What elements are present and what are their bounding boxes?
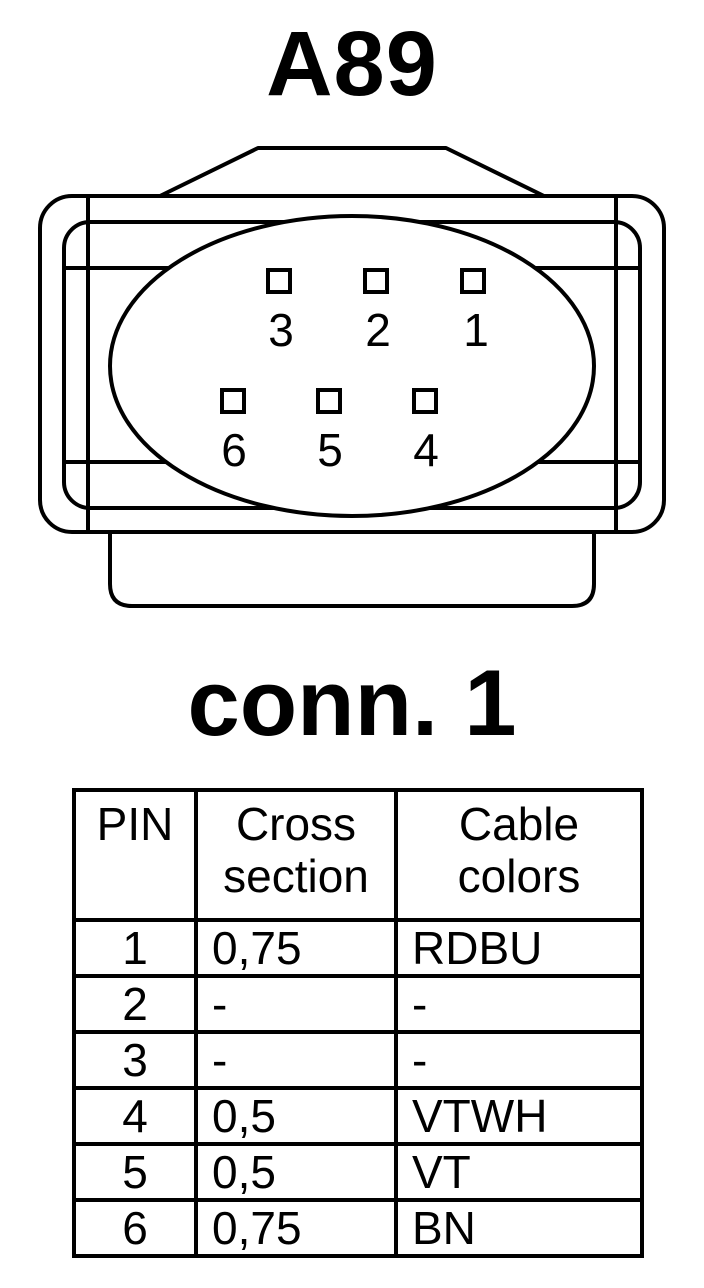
cross-section-cell: - [194, 974, 398, 1034]
diagram-title: A89 [266, 13, 438, 115]
pin-label: 4 [413, 424, 439, 476]
pin-label: 5 [317, 424, 343, 476]
connector-bottom-tab [108, 532, 596, 608]
cross-section-cell: - [194, 1030, 398, 1090]
pin-cell: 5 [72, 1142, 198, 1202]
connector-latch [159, 146, 545, 198]
table-row: 4 0,5 VTWH [72, 1086, 644, 1146]
cable-color-cell: BN [394, 1198, 644, 1258]
cross-section-cell: 0,5 [194, 1142, 398, 1202]
header-cross-section: Cross section [194, 788, 398, 922]
pin-table: PIN Cross section Cable colors 1 0,75 RD… [72, 788, 644, 1258]
cable-color-cell: VT [394, 1142, 644, 1202]
table-row: 2 - - [72, 974, 644, 1034]
pin-cell: 4 [72, 1086, 198, 1146]
pin-label: 6 [221, 424, 247, 476]
pin-5-contact [316, 388, 342, 414]
connector-drawing: 3 2 1 6 5 4 [38, 146, 666, 608]
connector-outer-housing [38, 194, 666, 534]
pin-label: 2 [365, 304, 391, 356]
cable-color-cell: RDBU [394, 918, 644, 978]
pin-4-contact [412, 388, 438, 414]
pin-3-contact [266, 268, 292, 294]
table-header-row: PIN Cross section Cable colors [72, 788, 644, 922]
connector-face [108, 214, 596, 518]
pin-cell: 6 [72, 1198, 198, 1258]
pin-6-contact [220, 388, 246, 414]
cable-color-cell: - [394, 1030, 644, 1090]
pin-1-contact [460, 268, 486, 294]
pin-cell: 2 [72, 974, 198, 1034]
header-pin: PIN [72, 788, 198, 922]
table-row: 5 0,5 VT [72, 1142, 644, 1202]
cable-color-cell: VTWH [394, 1086, 644, 1146]
pin-label: 3 [268, 304, 294, 356]
cross-section-cell: 0,75 [194, 1198, 398, 1258]
pin-cell: 1 [72, 918, 198, 978]
cross-section-cell: 0,5 [194, 1086, 398, 1146]
table-row: 6 0,75 BN [72, 1198, 644, 1258]
pin-label: 1 [463, 304, 489, 356]
pin-2-contact [363, 268, 389, 294]
table-row: 1 0,75 RDBU [72, 918, 644, 978]
cross-section-cell: 0,75 [194, 918, 398, 978]
connector-name: conn. 1 [187, 650, 517, 755]
pin-cell: 3 [72, 1030, 198, 1090]
cable-color-cell: - [394, 974, 644, 1034]
header-cable-colors: Cable colors [394, 788, 644, 922]
table-row: 3 - - [72, 1030, 644, 1090]
